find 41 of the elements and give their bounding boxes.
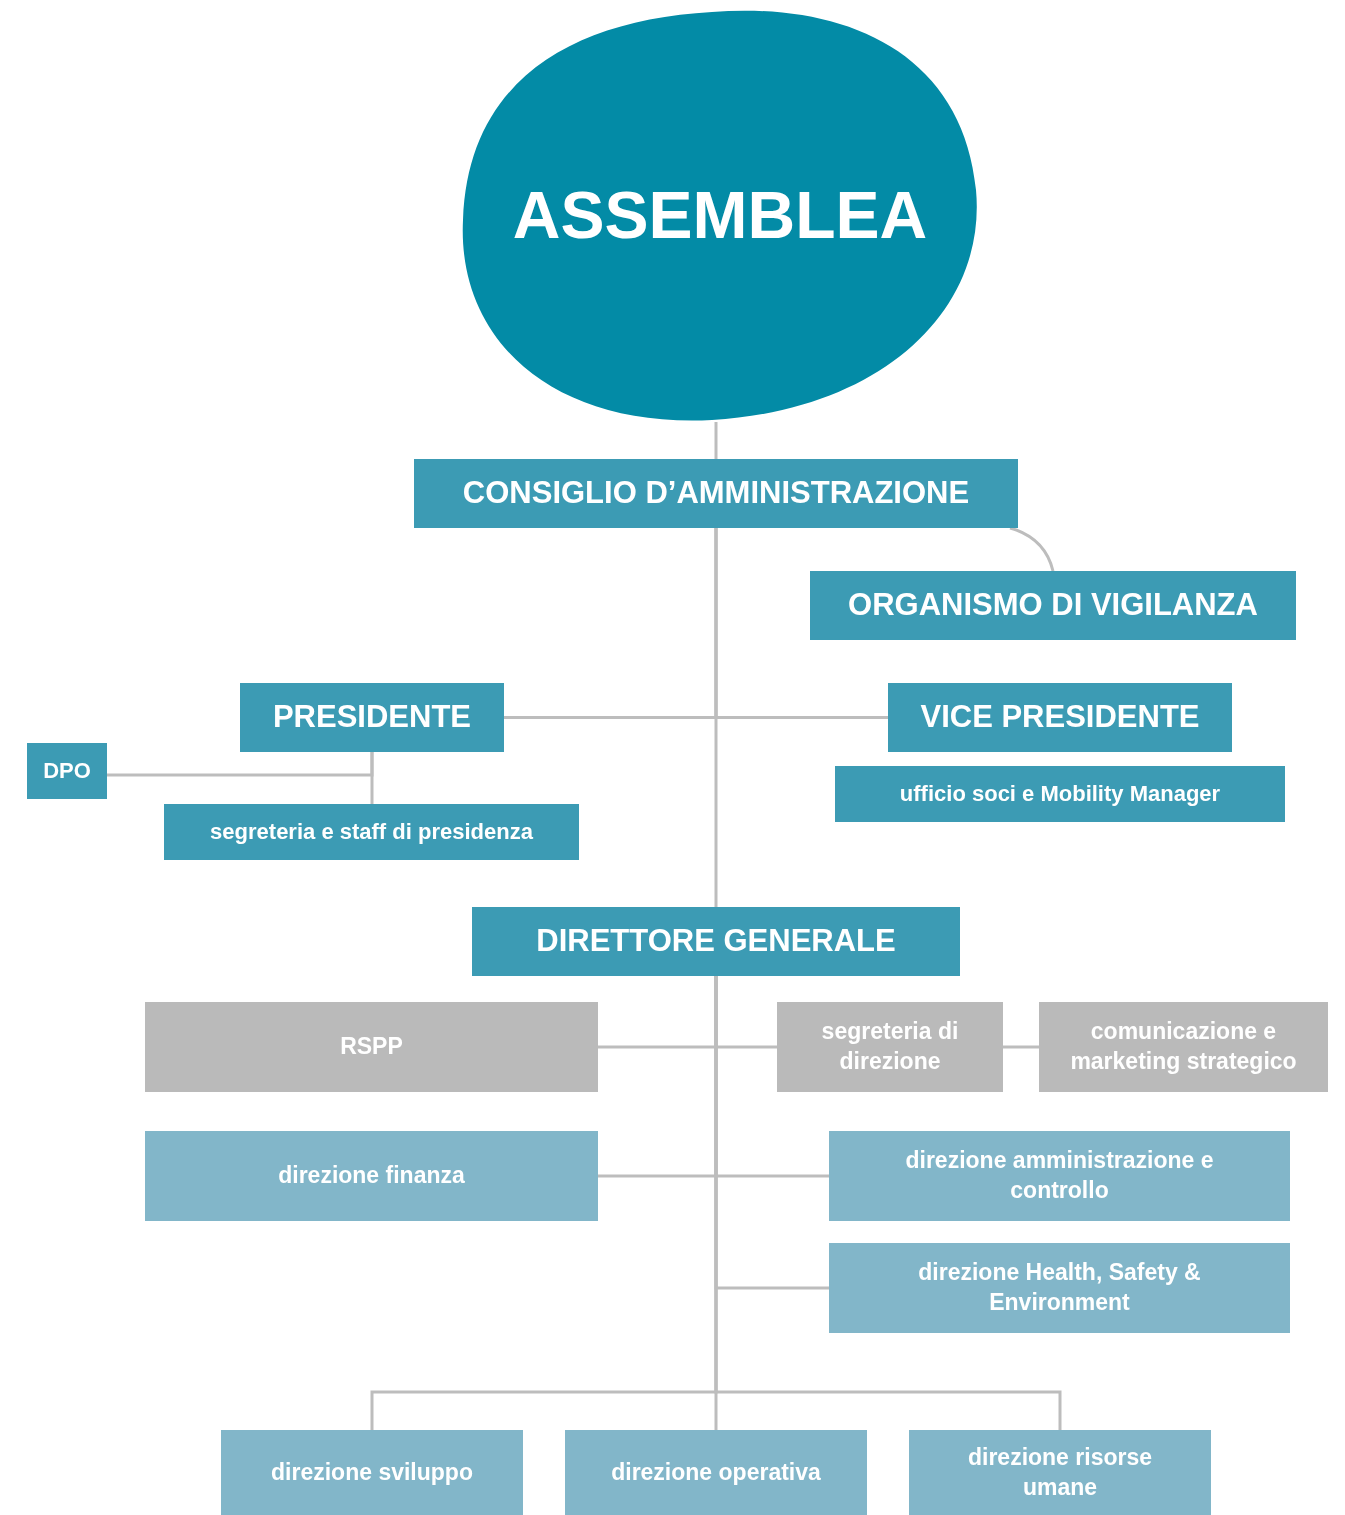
connector-line [714,528,718,907]
box-label: segreteria e staff di presidenza [210,817,533,846]
org-box [27,743,107,799]
box-label: direzione sviluppo [271,1457,473,1487]
box-label: direzione operativa [611,1457,821,1487]
staff-box [1039,1002,1328,1092]
box-label: ufficio soci e Mobility Manager [899,779,1221,808]
box-label: DIRETTORE GENERALE [536,922,896,961]
box-label: direzione risorse umane [966,1442,1154,1502]
box-label: DPO [43,756,91,785]
department-box [565,1430,867,1515]
box-label: ORGANISMO DI VIGILANZA [848,586,1258,625]
assembly-blob [462,10,978,422]
department-box [909,1430,1211,1515]
box-label: direzione finanza [278,1161,465,1191]
staff-box [777,1002,1003,1092]
box-label: RSPP [340,1032,403,1062]
connector-line [370,752,374,804]
org-box [835,766,1285,822]
box-label: CONSIGLIO D’AMMINISTRAZIONE [462,474,970,513]
box-label: comunicazione e marketing strategico [1069,1017,1298,1076]
connector-line [1009,526,1055,572]
department-box [829,1243,1290,1333]
box-label: ASSEMBLEA [512,177,928,255]
department-box [221,1430,523,1515]
connector-line [714,422,718,459]
box-label: PRESIDENTE [272,698,472,737]
box-label: direzione Health, Safety & Environment [917,1258,1202,1317]
box-label: segreteria di direzione [820,1017,960,1076]
box-label: VICE PRESIDENTE [920,698,1200,737]
box-label: direzione amministrazione e controllo [904,1146,1215,1205]
staff-box [145,1002,598,1092]
department-box [145,1131,598,1221]
org-box [888,683,1232,752]
org-box [810,571,1296,640]
connector-line [1003,1045,1039,1049]
org-box [472,907,960,976]
org-box [164,804,579,860]
org-box [240,683,504,752]
department-box [829,1131,1290,1221]
org-box [414,459,1018,528]
